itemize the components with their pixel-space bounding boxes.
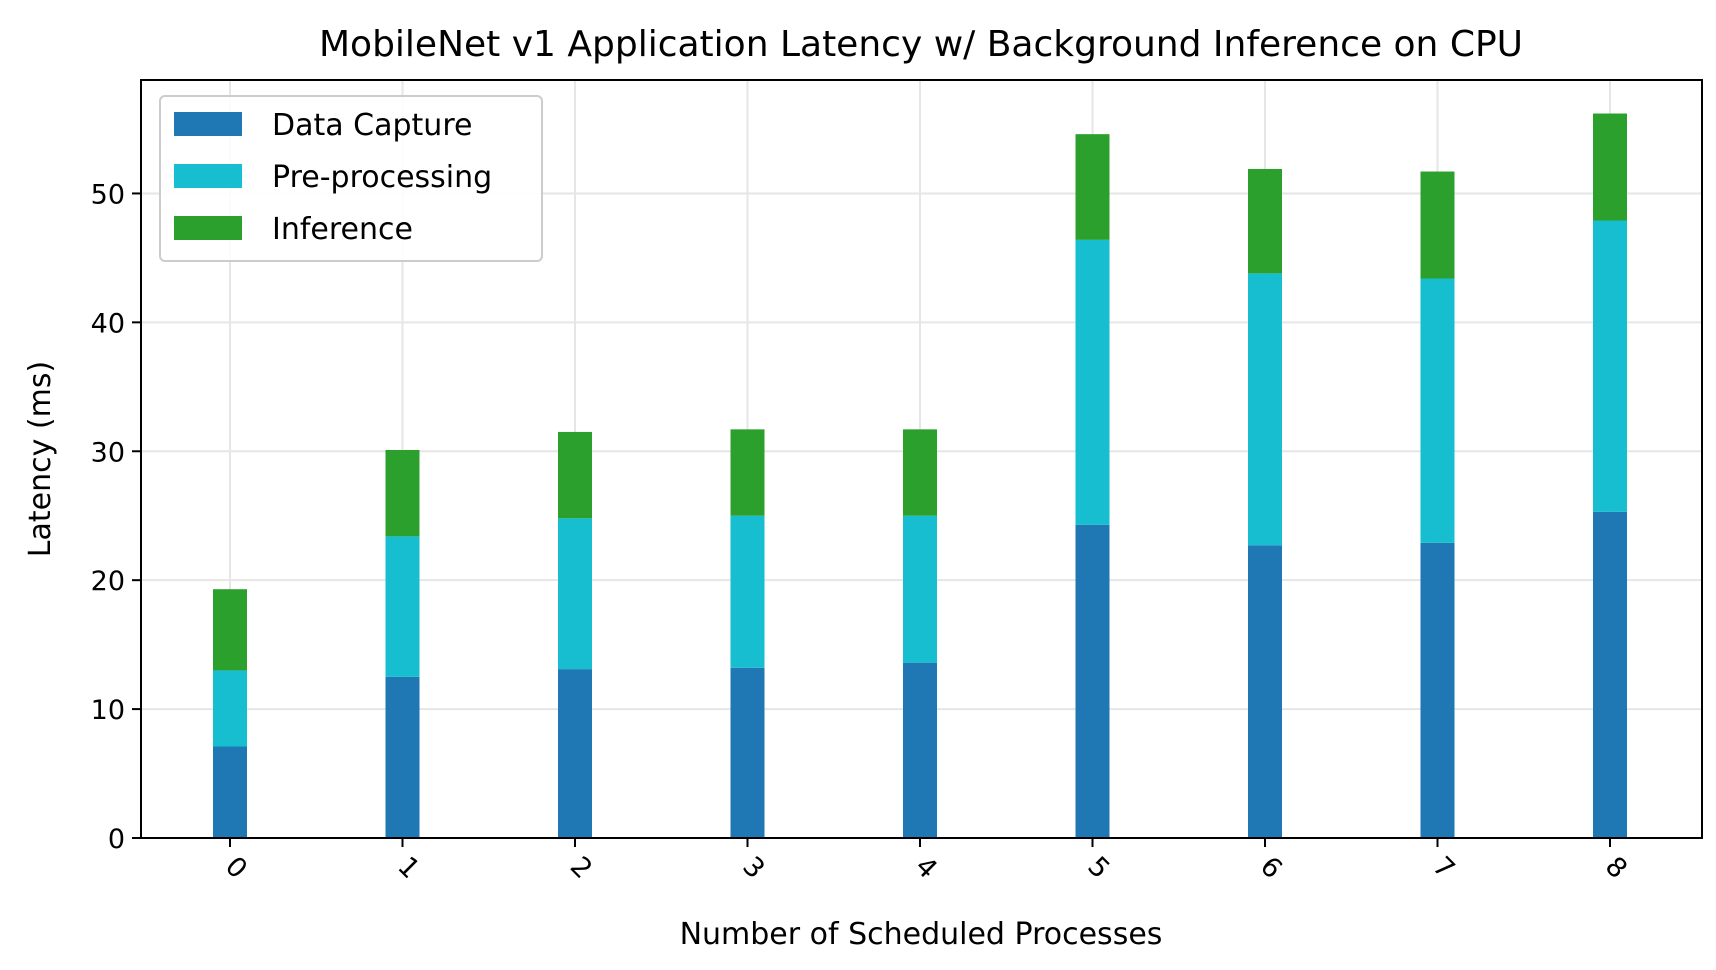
legend-label-pre-processing: Pre-processing <box>272 160 492 195</box>
bar-data-capture-0 <box>213 746 247 838</box>
axis-ticks: 0 10 20 30 40 50 0 1 2 3 4 5 6 7 8 <box>91 179 1633 885</box>
bar-pre-processing-3 <box>730 515 765 668</box>
chart-title: MobileNet v1 Application Latency w/ Back… <box>319 24 1523 65</box>
bar-pre-processing-4 <box>903 515 937 663</box>
y-tick-label: 0 <box>108 824 125 855</box>
legend-label-inference: Inference <box>272 212 413 247</box>
x-axis-label: Number of Scheduled Processes <box>680 917 1163 952</box>
y-axis-label: Latency (ms) <box>23 361 58 557</box>
bar-inference-7 <box>1420 171 1455 279</box>
bar-pre-processing-8 <box>1593 220 1627 512</box>
legend-swatch-data-capture <box>174 112 242 136</box>
bar-data-capture-4 <box>903 662 937 838</box>
x-tick-label: 2 <box>564 851 598 885</box>
legend-label-data-capture: Data Capture <box>272 108 472 143</box>
x-tick-label: 8 <box>1599 851 1633 885</box>
bar-inference-3 <box>730 429 765 516</box>
legend-swatch-pre-processing <box>174 164 242 188</box>
bar-pre-processing-7 <box>1420 278 1455 543</box>
legend: Data Capture Pre-processing Inference <box>159 95 543 262</box>
x-tick-label: 5 <box>1081 851 1115 885</box>
bar-data-capture-6 <box>1248 545 1282 838</box>
y-tick-label: 20 <box>91 566 125 597</box>
y-tick-label: 10 <box>91 695 125 726</box>
bar-pre-processing-1 <box>385 536 420 677</box>
bar-inference-5 <box>1075 134 1110 240</box>
bar-data-capture-1 <box>385 676 420 838</box>
bar-data-capture-2 <box>558 669 592 838</box>
x-tick-label: 6 <box>1254 851 1288 885</box>
legend-box <box>159 95 543 262</box>
bar-pre-processing-6 <box>1248 273 1282 546</box>
bar-data-capture-3 <box>730 667 765 838</box>
legend-swatch-inference <box>174 216 242 240</box>
plot-frame <box>140 79 1703 839</box>
bar-inference-2 <box>558 431 592 519</box>
bar-inference-4 <box>903 429 937 516</box>
bar-pre-processing-2 <box>558 518 592 670</box>
x-tick-label: 4 <box>909 851 943 885</box>
x-tick-label: 3 <box>736 851 770 885</box>
bar-data-capture-7 <box>1420 542 1455 838</box>
bar-pre-processing-0 <box>213 670 247 747</box>
bar-inference-1 <box>385 449 420 537</box>
x-tick-label: 7 <box>1426 851 1460 885</box>
bar-inference-8 <box>1593 113 1627 221</box>
y-tick-label: 30 <box>91 437 125 468</box>
x-tick-label: 0 <box>219 851 253 885</box>
bar-pre-processing-5 <box>1075 239 1110 525</box>
y-tick-label: 50 <box>91 179 125 210</box>
y-tick-label: 40 <box>91 308 125 339</box>
bar-inference-0 <box>213 589 247 671</box>
x-tick-label: 1 <box>391 851 425 885</box>
bar-data-capture-8 <box>1593 511 1627 838</box>
bar-inference-6 <box>1248 168 1282 274</box>
bars <box>213 113 1627 838</box>
bar-data-capture-5 <box>1075 524 1110 838</box>
